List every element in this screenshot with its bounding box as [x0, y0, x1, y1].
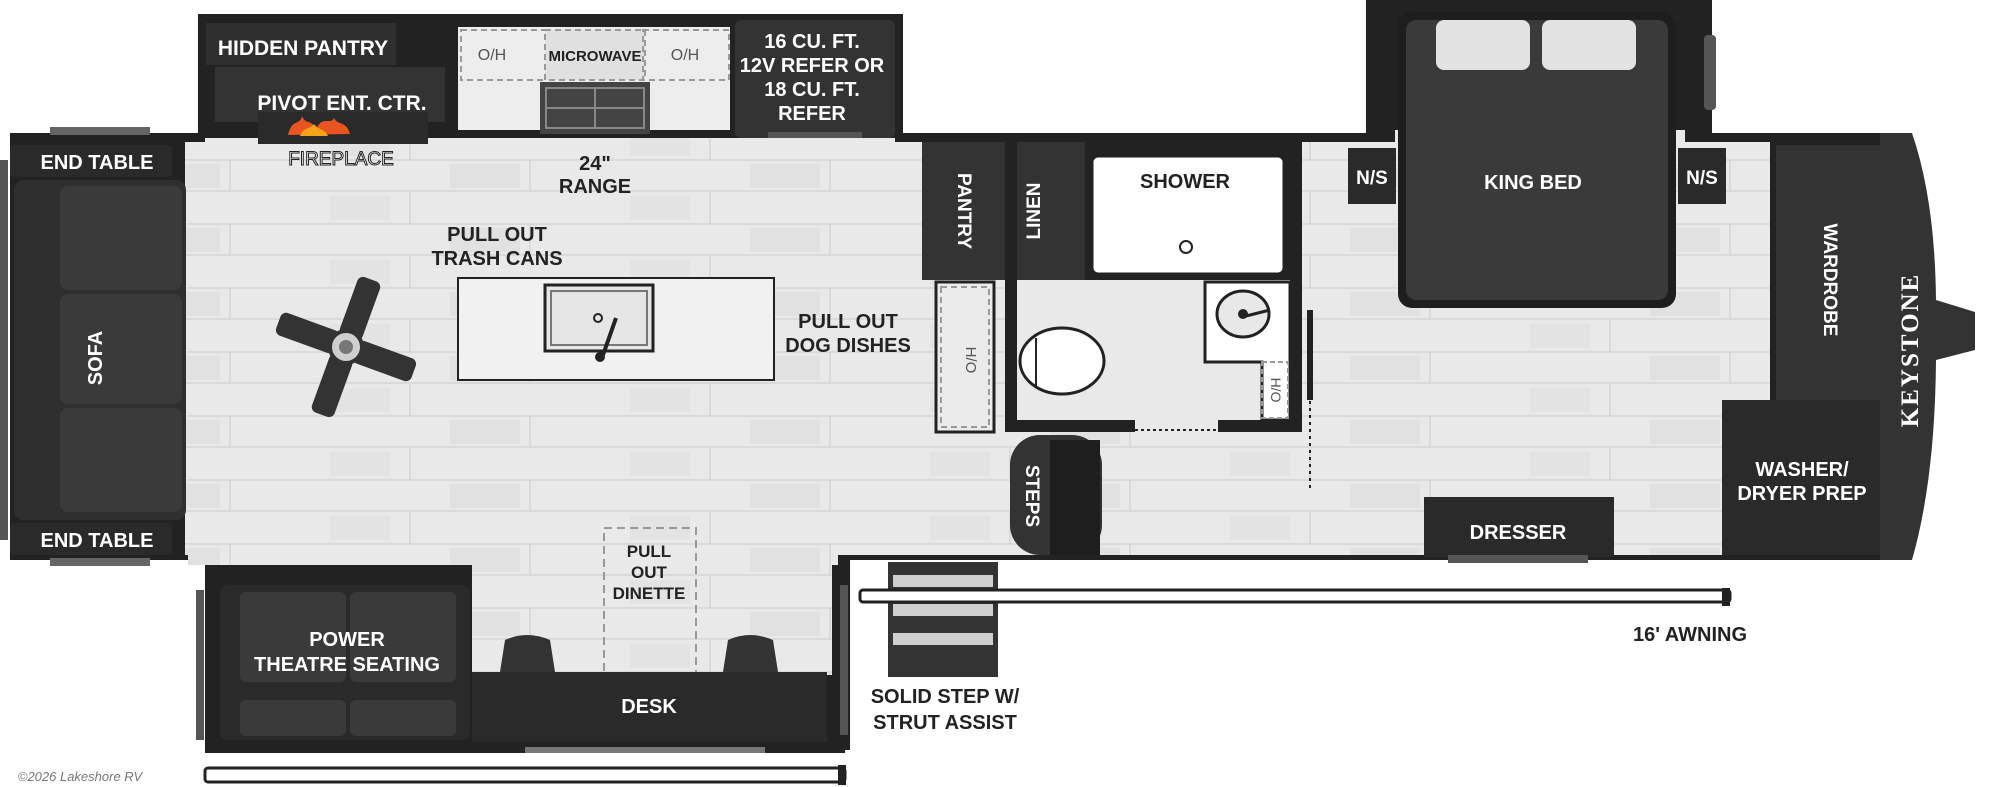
- label-sofa: SOFA: [85, 331, 107, 385]
- dresser: [1424, 497, 1614, 557]
- label-refer-2: 12V REFER OR: [740, 55, 885, 77]
- label-ns-right: N/S: [1686, 168, 1718, 189]
- awning: [858, 588, 1732, 604]
- label-refer-1: 16 CU. FT.: [764, 31, 860, 53]
- label-range-2: RANGE: [559, 176, 631, 198]
- label-desk: DESK: [621, 696, 677, 718]
- linen-closet: [1008, 142, 1088, 280]
- label-awning: 16' AWNING: [1633, 624, 1747, 646]
- label-dinette-1: PULL: [627, 542, 671, 561]
- slide-awning: [203, 766, 847, 784]
- label-ns-left: N/S: [1356, 168, 1388, 189]
- water-heater-kitchen: [934, 280, 996, 434]
- center-section: [922, 142, 1313, 555]
- label-theatre-1: POWER: [309, 629, 385, 651]
- refrigerator: [735, 20, 895, 138]
- faucet-icon: [601, 317, 618, 356]
- label-wardrobe: WARDROBE: [1819, 224, 1840, 337]
- label-dinette-2: OUT: [631, 563, 668, 582]
- overhead-cabinet-right: [642, 29, 730, 81]
- nightstand-right: [1678, 148, 1726, 204]
- label-pantry: PANTRY: [953, 173, 974, 249]
- label-trash-2: TRASH CANS: [431, 248, 562, 270]
- labels: HIDDEN PANTRY PIVOT ENT. CTR. FIREPLACE …: [18, 31, 1924, 784]
- label-solid-step-2: STRUT ASSIST: [873, 712, 1017, 734]
- label-keystone: KEYSTONE: [1897, 273, 1924, 427]
- label-linen: LINEN: [1024, 183, 1045, 240]
- desk-stool-right: [723, 635, 778, 672]
- nightstand-left: [1348, 148, 1396, 204]
- label-pivot-ent-ctr: PIVOT ENT. CTR.: [257, 92, 426, 115]
- label-king-bed: KING BED: [1484, 172, 1582, 194]
- kitchen-slide: [206, 20, 895, 144]
- label-shower: SHOWER: [1140, 171, 1231, 193]
- copyright-text: ©2026 Lakeshore RV: [18, 769, 144, 784]
- label-refer-3: 18 CU. FT.: [764, 79, 860, 101]
- kitchen-sink: [543, 283, 655, 353]
- label-refer-4: REFER: [778, 103, 846, 125]
- label-oh-left: O/H: [478, 47, 506, 64]
- bedroom: [1348, 12, 1880, 563]
- label-end-table-bottom: END TABLE: [41, 530, 154, 552]
- end-table-bottom: [10, 523, 172, 555]
- label-dinette-3: DINETTE: [613, 584, 686, 603]
- exterior-items: [0, 127, 1732, 785]
- ceiling-fan-icon: [275, 276, 417, 418]
- shower-drain-icon: [1179, 240, 1193, 254]
- washer-dryer-prep: [1722, 400, 1880, 555]
- label-washer-1: WASHER/: [1755, 459, 1849, 481]
- label-end-table-top: END TABLE: [41, 152, 154, 174]
- toilet: [1018, 326, 1106, 396]
- end-table-top: [10, 145, 172, 177]
- label-microwave: MICROWAVE: [548, 48, 641, 65]
- hidden-pantry: [206, 23, 396, 65]
- label-trash-1: PULL OUT: [447, 224, 547, 246]
- label-range-1: 24": [579, 153, 611, 175]
- label-dresser: DRESSER: [1470, 522, 1567, 544]
- desk: [472, 672, 827, 742]
- label-steps: STEPS: [1021, 465, 1042, 527]
- living-area: [10, 145, 775, 555]
- label-solid-step-1: SOLID STEP W/: [871, 686, 1020, 708]
- label-theatre-2: THEATRE SEATING: [254, 654, 440, 676]
- label-hidden-pantry: HIDDEN PANTRY: [218, 37, 388, 60]
- microwave: [544, 29, 646, 81]
- shower: [1090, 154, 1286, 276]
- label-wh-bath: H/O: [1268, 378, 1284, 403]
- desk-stool-left: [500, 635, 555, 672]
- label-fireplace: FIREPLACE: [288, 149, 394, 170]
- label-dog-2: DOG DISHES: [785, 335, 911, 357]
- label-dog-1: PULL OUT: [798, 311, 898, 333]
- label-wh-kitchen: H/O: [962, 347, 979, 374]
- water-heater-bath: [1261, 361, 1289, 419]
- pillow-right: [1542, 20, 1636, 70]
- label-oh-right: O/H: [671, 47, 699, 64]
- bottom-slide: [205, 527, 845, 753]
- pillow-left: [1436, 20, 1530, 70]
- pantry: [922, 142, 1008, 280]
- wardrobe: [1776, 145, 1880, 403]
- label-washer-2: DRYER PREP: [1737, 483, 1866, 505]
- fireplace-flame-icon: [288, 116, 350, 135]
